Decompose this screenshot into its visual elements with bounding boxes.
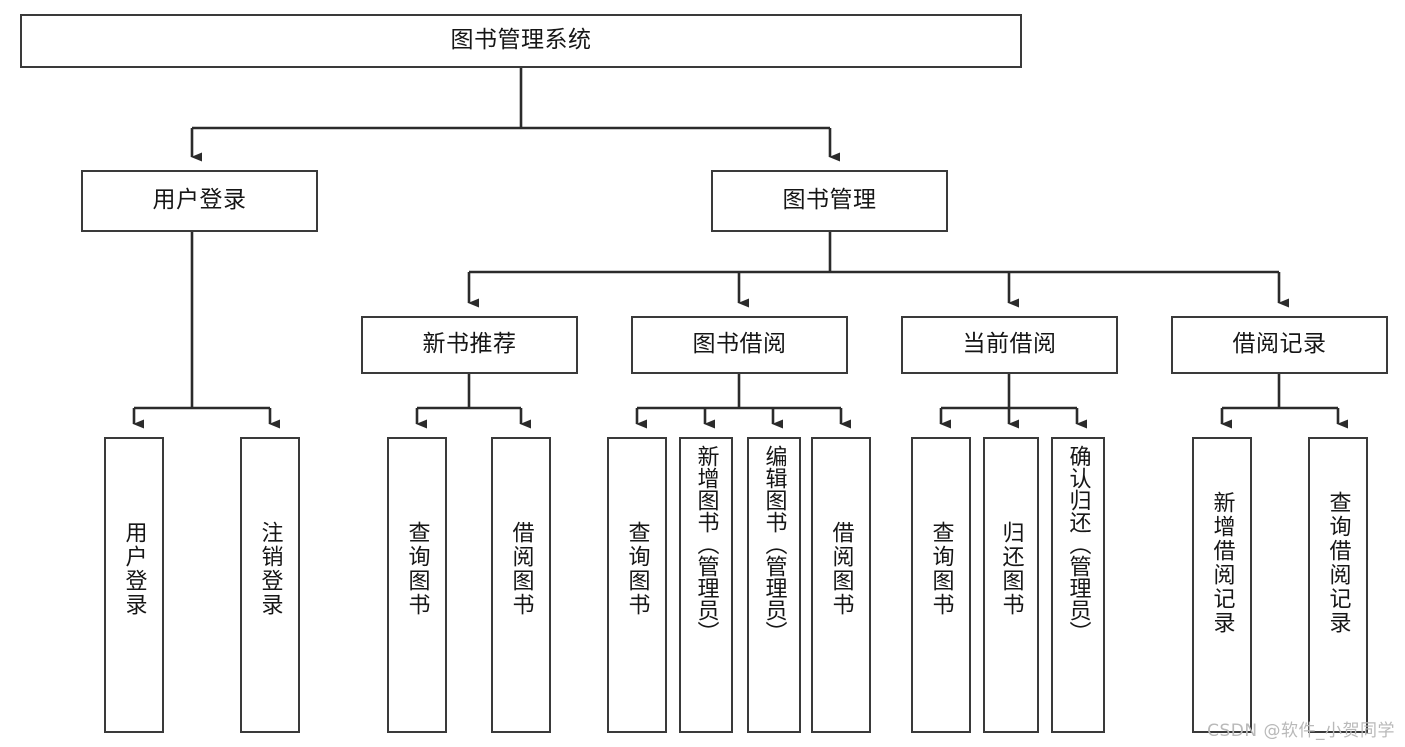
- node-book-management-label: 图书管理: [782, 187, 877, 214]
- node-current-borrow-label: 当前借阅: [962, 331, 1057, 358]
- node-leaf-query-book-borrow[interactable]: 查询图书: [607, 437, 667, 733]
- node-book-management[interactable]: 图书管理: [711, 170, 948, 232]
- node-new-book-recommend[interactable]: 新书推荐: [361, 316, 578, 374]
- node-user-login[interactable]: 用户登录: [81, 170, 318, 232]
- node-leaf-query-book-current[interactable]: 查询图书: [911, 437, 971, 733]
- node-book-borrow-label: 图书借阅: [692, 331, 787, 358]
- node-leaf-borrow-book-new-label: 借阅图书: [508, 521, 534, 617]
- node-leaf-return-book[interactable]: 归还图书: [983, 437, 1039, 733]
- node-leaf-borrow-book-new[interactable]: 借阅图书: [491, 437, 551, 733]
- node-leaf-add-record[interactable]: 新增借阅记录: [1192, 437, 1252, 733]
- node-leaf-query-record[interactable]: 查询借阅记录: [1308, 437, 1368, 733]
- node-leaf-borrow-book-label: 借阅图书: [828, 521, 854, 617]
- node-leaf-edit-book-label: 编辑图书（管理员）: [761, 445, 787, 643]
- node-leaf-add-record-label: 新增借阅记录: [1209, 491, 1235, 635]
- node-leaf-user-logout[interactable]: 注销登录: [240, 437, 300, 733]
- node-book-borrow[interactable]: 图书借阅: [631, 316, 848, 374]
- node-leaf-user-login-label: 用户登录: [121, 521, 147, 617]
- node-leaf-query-record-label: 查询借阅记录: [1325, 491, 1351, 635]
- node-leaf-confirm-return[interactable]: 确认归还（管理员）: [1051, 437, 1105, 733]
- node-leaf-borrow-book[interactable]: 借阅图书: [811, 437, 871, 733]
- node-leaf-user-logout-label: 注销登录: [257, 521, 283, 617]
- node-root-label: 图书管理系统: [450, 27, 592, 54]
- node-leaf-query-book-new-label: 查询图书: [404, 521, 430, 617]
- node-root-system[interactable]: 图书管理系统: [20, 14, 1022, 68]
- node-leaf-query-book-borrow-label: 查询图书: [624, 521, 650, 617]
- node-borrow-records[interactable]: 借阅记录: [1171, 316, 1388, 374]
- node-leaf-add-book-label: 新增图书（管理员）: [693, 445, 719, 643]
- node-borrow-records-label: 借阅记录: [1232, 331, 1327, 358]
- node-leaf-return-book-label: 归还图书: [998, 521, 1024, 617]
- node-current-borrow[interactable]: 当前借阅: [901, 316, 1118, 374]
- node-user-login-label: 用户登录: [152, 187, 247, 214]
- csdn-watermark: CSDN @软件_小贺同学: [1207, 721, 1395, 741]
- node-leaf-edit-book[interactable]: 编辑图书（管理员）: [747, 437, 801, 733]
- node-leaf-confirm-return-label: 确认归还（管理员）: [1065, 445, 1091, 643]
- node-leaf-user-login[interactable]: 用户登录: [104, 437, 164, 733]
- node-leaf-query-book-current-label: 查询图书: [928, 521, 954, 617]
- node-leaf-query-book-new[interactable]: 查询图书: [387, 437, 447, 733]
- node-leaf-add-book[interactable]: 新增图书（管理员）: [679, 437, 733, 733]
- node-new-book-recommend-label: 新书推荐: [422, 331, 517, 358]
